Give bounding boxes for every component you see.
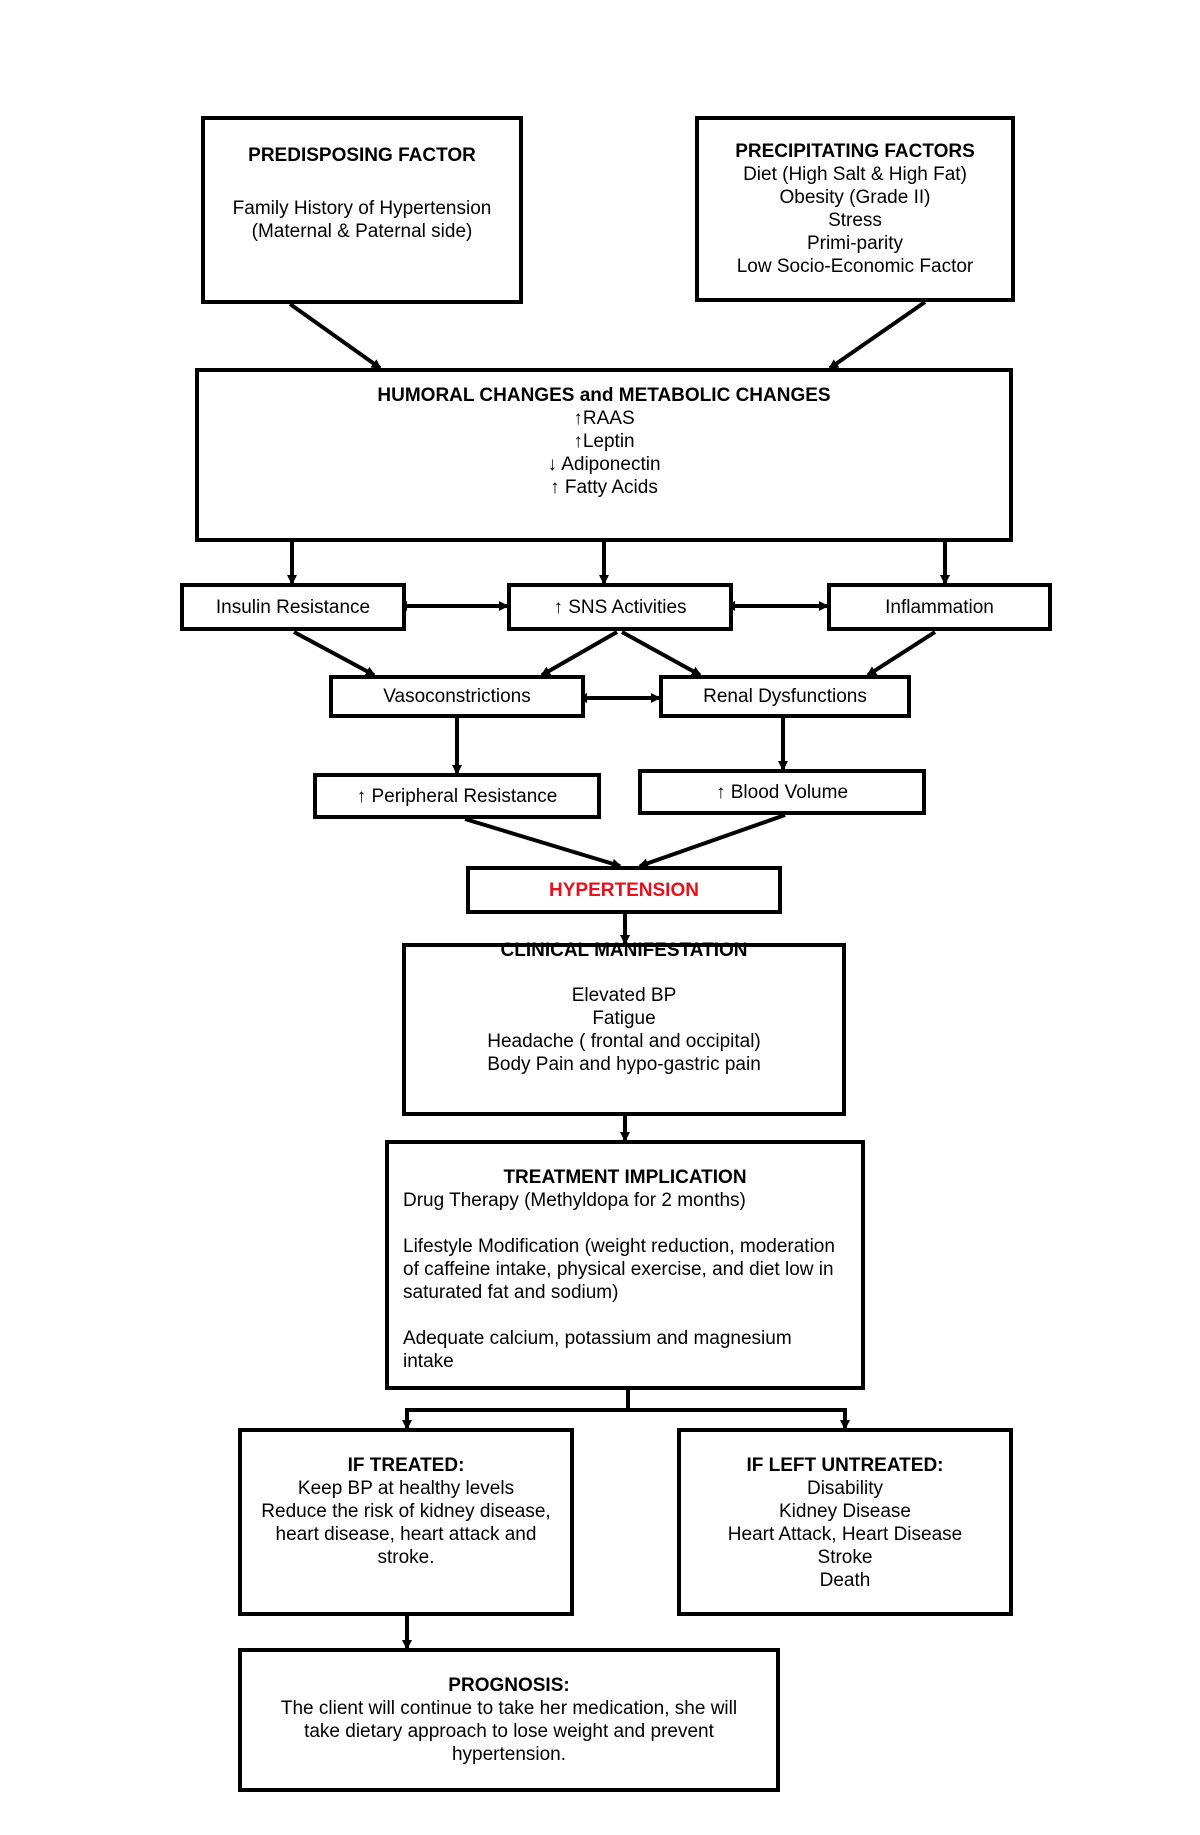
predisposing-title: PREDISPOSING FACTOR <box>248 145 476 166</box>
insulin-resistance-box: Insulin Resistance <box>180 583 406 631</box>
humoral-line: ↑RAAS <box>573 408 635 429</box>
edge-precipitating-humoral <box>828 300 927 370</box>
if-treated-line: heart disease, heart attack and <box>275 1524 537 1545</box>
clinical-line: Headache ( frontal and occipital) <box>487 1031 761 1052</box>
sns-activities-box: ↑ SNS Activities <box>507 583 733 631</box>
predisposing-line: (Maternal & Paternal side) <box>251 221 473 242</box>
if-treated-line: Reduce the risk of kidney disease, <box>261 1501 551 1522</box>
treatment-paragraph: Drug Therapy (Methyldopa for 2 months) <box>403 1190 746 1211</box>
if-untreated-lines: Disability Kidney Disease Heart Attack, … <box>728 1477 962 1592</box>
if-untreated-line: Death <box>819 1570 871 1591</box>
clinical-manifestation-box: CLINICAL MANIFESTATION Elevated BP Fatig… <box>402 940 846 1116</box>
humoral-title: HUMORAL CHANGES and METABOLIC CHANGES <box>377 385 831 406</box>
peripheral-resistance-label: ↑ Peripheral Resistance <box>356 785 558 807</box>
if-untreated-line: Disability <box>806 1478 884 1499</box>
if-untreated-title: IF LEFT UNTREATED: <box>746 1455 944 1476</box>
prognosis-line: hypertension. <box>451 1744 567 1765</box>
precipitating-factors-box: PRECIPITATING FACTORS Diet (High Salt & … <box>695 116 1015 302</box>
edge-sns-vaso <box>540 630 618 677</box>
inflammation-label: Inflammation <box>885 596 994 618</box>
blood-volume-label: ↑ Blood Volume <box>715 781 849 803</box>
treatment-paragraph: Lifestyle Modification (weight reduction… <box>403 1236 835 1303</box>
treatment-paragraph: Adequate calcium, potassium and magnesiu… <box>403 1328 792 1372</box>
hypertension-box: HYPERTENSION <box>466 866 782 914</box>
edge-peripheral-hypertension <box>464 817 622 869</box>
precipitating-line: Primi-parity <box>806 233 904 254</box>
edge-split-untreated <box>630 1408 850 1430</box>
renal-dysfunctions-label: Renal Dysfunctions <box>703 686 867 707</box>
prognosis-lines: The client will continue to take her med… <box>281 1697 737 1766</box>
insulin-resistance-label: Insulin Resistance <box>215 596 371 618</box>
clinical-line: Fatigue <box>592 1008 656 1029</box>
precipitating-line: Obesity (Grade II) <box>779 187 931 208</box>
humoral-line: ↑Leptin <box>573 431 635 452</box>
precipitating-line: Stress <box>828 210 882 231</box>
vasoconstrictions-box: Vasoconstrictions <box>329 675 585 718</box>
if-untreated-line: Heart Attack, Heart Disease <box>727 1524 963 1545</box>
clinical-line: Elevated BP <box>571 985 677 1006</box>
edge-bloodvolume-hypertension <box>638 813 786 869</box>
vasoconstrictions-label: Vasoconstrictions <box>383 686 531 707</box>
prognosis-box: PROGNOSIS: The client will continue to t… <box>238 1648 780 1792</box>
inflammation-box: Inflammation <box>827 583 1052 631</box>
peripheral-resistance-box: ↑ Peripheral Resistance <box>313 773 601 819</box>
precipitating-lines: Diet (High Salt & High Fat) Obesity (Gra… <box>737 163 974 278</box>
hypertension-label: HYPERTENSION <box>549 879 699 901</box>
clinical-lines: Elevated BP Fatigue Headache ( frontal a… <box>487 984 761 1076</box>
treatment-title: TREATMENT IMPLICATION <box>503 1167 747 1188</box>
predisposing-line: Family History of Hypertension <box>232 198 492 219</box>
if-treated-box: IF TREATED: Keep BP at healthy levels Re… <box>238 1428 574 1616</box>
clinical-title: CLINICAL MANIFESTATION <box>500 940 748 961</box>
if-treated-line: stroke. <box>377 1547 435 1568</box>
prognosis-title: PROGNOSIS: <box>448 1675 570 1696</box>
edge-split-treated <box>402 1408 630 1430</box>
treatment-paragraphs: Drug Therapy (Methyldopa for 2 months) L… <box>403 1189 847 1373</box>
precipitating-title: PRECIPITATING FACTORS <box>735 141 975 162</box>
edge-inflammation-renal <box>866 630 937 677</box>
edge-sns-renal <box>621 630 702 677</box>
prognosis-line: The client will continue to take her med… <box>280 1698 738 1719</box>
blood-volume-box: ↑ Blood Volume <box>638 769 926 815</box>
precipitating-line: Diet (High Salt & High Fat) <box>743 164 967 185</box>
if-treated-lines: Keep BP at healthy levels Reduce the ris… <box>261 1477 550 1569</box>
if-left-untreated-box: IF LEFT UNTREATED: Disability Kidney Dis… <box>677 1428 1013 1616</box>
if-treated-title: IF TREATED: <box>347 1455 465 1476</box>
edge-insulin-vaso <box>293 630 376 677</box>
if-untreated-line: Stroke <box>817 1547 873 1568</box>
humoral-lines: ↑RAAS ↑Leptin ↓ Adiponectin ↑ Fatty Acid… <box>547 407 660 499</box>
clinical-line: Body Pain and hypo-gastric pain <box>487 1054 761 1075</box>
renal-dysfunctions-box: Renal Dysfunctions <box>659 675 911 718</box>
prognosis-line: take dietary approach to lose weight and… <box>304 1721 714 1742</box>
if-treated-line: Keep BP at healthy levels <box>297 1478 515 1499</box>
if-untreated-line: Kidney Disease <box>778 1501 912 1522</box>
precipitating-line: Low Socio-Economic Factor <box>736 256 974 277</box>
humoral-metabolic-box: HUMORAL CHANGES and METABOLIC CHANGES ↑R… <box>195 368 1013 542</box>
humoral-line: ↓ Adiponectin <box>547 454 661 475</box>
humoral-line: ↑ Fatty Acids <box>550 477 658 498</box>
predisposing-lines: Family History of Hypertension (Maternal… <box>233 197 492 243</box>
sns-activities-label: ↑ SNS Activities <box>553 596 687 618</box>
predisposing-factor-box: PREDISPOSING FACTOR Family History of Hy… <box>201 116 523 304</box>
treatment-implication-box: TREATMENT IMPLICATION Drug Therapy (Meth… <box>385 1140 865 1390</box>
edge-predisposing-humoral <box>288 302 382 370</box>
